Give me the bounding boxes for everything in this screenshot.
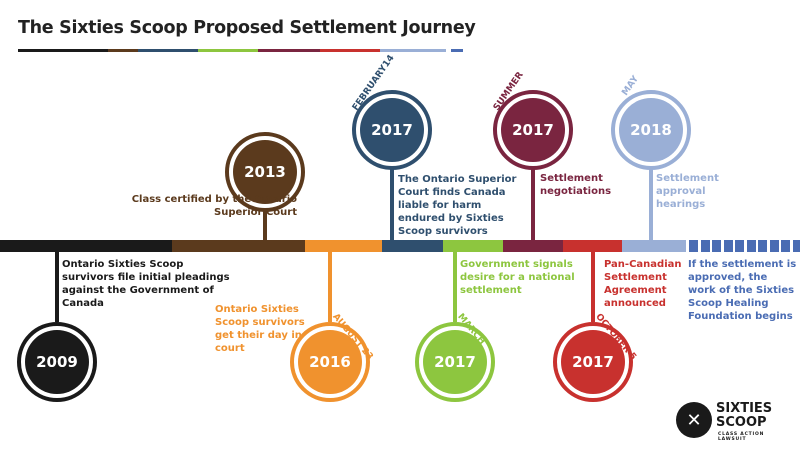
title-underline-segment: [108, 49, 138, 52]
timeline-future-square: [792, 240, 800, 252]
event-year-circle: 2009: [17, 322, 97, 402]
event-description: Ontario Sixties Scoop survivors file ini…: [62, 259, 230, 309]
event-year-circle: 2013: [225, 132, 305, 212]
event-stem: [531, 168, 535, 246]
event-year: 2017: [423, 330, 487, 394]
title-underline-segment: [320, 49, 380, 52]
event-year: 2016: [298, 330, 362, 394]
event-description: Settlement negotiations: [540, 173, 612, 197]
timeline-future-square: [712, 240, 721, 252]
event-description: The Ontario Superior Court finds Canada …: [398, 174, 517, 237]
event-description: Government signals desire for a national…: [460, 259, 575, 296]
timeline-future-square: [700, 240, 710, 252]
logo-tagline: CLASS ACTION LAWSUIT: [718, 432, 765, 442]
event-year: 2017: [360, 98, 424, 162]
timeline-future-square: [689, 240, 698, 252]
title-underline-segment: [198, 49, 258, 52]
spoon-fork-logo-icon: ✕: [676, 402, 712, 438]
event-year: 2013: [233, 140, 297, 204]
event-year: 2017: [561, 330, 625, 394]
timeline-segment: [382, 240, 443, 252]
event-year-circle: 2018: [611, 90, 691, 170]
event-year-circle: 2016: [290, 322, 370, 402]
timeline-future-square: [735, 240, 744, 252]
event-year-circle: 2017: [493, 90, 573, 170]
page-title: The Sixties Scoop Proposed Settlement Jo…: [18, 18, 476, 38]
event-year-circle: 2017: [352, 90, 432, 170]
timeline-segment: [305, 240, 382, 252]
event-stem: [263, 210, 267, 246]
timeline-segment: [622, 240, 686, 252]
timeline-segment: [0, 240, 172, 252]
timeline-segment: [503, 240, 563, 252]
title-underline-segment: [18, 49, 108, 52]
event-description: Pan-Canadian Settlement Agreement announ…: [604, 259, 682, 309]
timeline-segment: [172, 240, 305, 252]
timeline-future-square: [723, 240, 733, 252]
title-underline-segment: [451, 49, 463, 52]
event-stem: [390, 168, 394, 246]
event-description: Settlement approval hearings: [656, 173, 719, 210]
event-stem: [649, 168, 653, 246]
event-year-circle: 2017: [553, 322, 633, 402]
event-stem: [591, 246, 595, 322]
timeline-future-square: [758, 240, 767, 252]
event-description: Class certified by the Ontario Superior …: [131, 194, 297, 218]
event-description: Ontario Sixties Scoop survivors get thei…: [215, 304, 305, 354]
event-year: 2017: [501, 98, 565, 162]
timeline-future-square: [746, 240, 756, 252]
event-stem: [453, 246, 457, 322]
event-stem: [328, 246, 332, 322]
title-underline-segment: [380, 49, 446, 52]
timeline-future-square: [781, 240, 790, 252]
event-year: 2009: [25, 330, 89, 394]
event-year: 2018: [619, 98, 683, 162]
final-step-text: If the settlement is approved, the work …: [688, 259, 797, 322]
event-year-circle: 2017: [415, 322, 495, 402]
title-underline-segment: [138, 49, 198, 52]
title-underline-segment: [258, 49, 320, 52]
timeline-future-square: [769, 240, 779, 252]
event-stem: [55, 246, 59, 322]
timeline-segment: [443, 240, 503, 252]
